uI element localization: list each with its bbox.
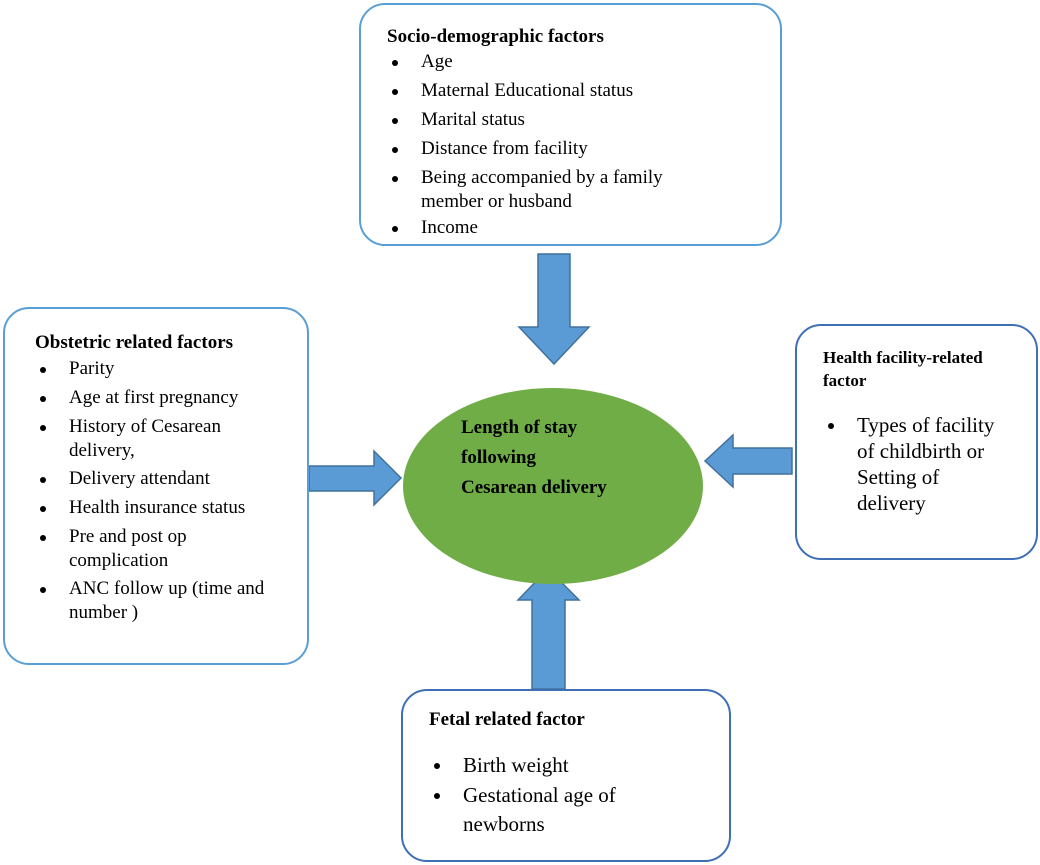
list-item: Gestational age of newborns bbox=[429, 781, 663, 839]
list-item: Parity bbox=[35, 357, 275, 381]
center-outcome-label: Length of stay following Cesarean delive… bbox=[461, 413, 681, 503]
health-facility-box: Health facility-related factor Types of … bbox=[795, 324, 1038, 560]
arrow-up-from-fetal bbox=[516, 567, 581, 690]
list-item: ANC follow up (time and number ) bbox=[35, 577, 269, 625]
fetal-factors-box: Fetal related factor Birth weight Gestat… bbox=[401, 689, 731, 862]
arrow-left-from-health bbox=[703, 433, 793, 489]
center-line: Length of stay bbox=[461, 417, 578, 438]
health-facility-title: Health facility-related factor bbox=[823, 348, 983, 390]
list-item: Health insurance status bbox=[35, 496, 275, 520]
center-line: following bbox=[461, 447, 536, 468]
obstetric-factors-title: Obstetric related factors bbox=[35, 332, 234, 353]
list-item: Distance from facility bbox=[387, 137, 780, 161]
socio-demographic-list: Age Maternal Educational status Marital … bbox=[387, 50, 780, 240]
list-item: Pre and post op complication bbox=[35, 525, 239, 573]
list-item: Marital status bbox=[387, 108, 780, 132]
fetal-factors-title: Fetal related factor bbox=[429, 709, 585, 730]
list-item: Income bbox=[387, 216, 780, 240]
health-facility-list: Types of facility of childbirth or Setti… bbox=[823, 412, 1036, 516]
obstetric-factors-list: Parity Age at first pregnancy History of… bbox=[35, 357, 275, 625]
list-item: Birth weight bbox=[429, 751, 729, 780]
socio-demographic-box: Socio-demographic factors Age Maternal E… bbox=[359, 3, 782, 246]
list-item: Types of facility of childbirth or Setti… bbox=[823, 412, 1007, 516]
obstetric-factors-box: Obstetric related factors Parity Age at … bbox=[3, 307, 309, 665]
socio-demographic-title: Socio-demographic factors bbox=[387, 26, 604, 47]
list-item: Age bbox=[387, 50, 780, 74]
list-item: History of Cesarean delivery, bbox=[35, 415, 259, 463]
list-item: Maternal Educational status bbox=[387, 79, 780, 103]
list-item: Delivery attendant bbox=[35, 467, 275, 491]
arrow-right-from-obstetric bbox=[308, 449, 403, 507]
center-line: Cesarean delivery bbox=[461, 477, 607, 498]
list-item: Being accompanied by a family member or … bbox=[387, 166, 711, 214]
fetal-factors-list: Birth weight Gestational age of newborns bbox=[429, 751, 729, 839]
arrow-down-from-socio bbox=[517, 253, 591, 366]
list-item: Age at first pregnancy bbox=[35, 386, 275, 410]
center-outcome-ellipse bbox=[403, 388, 703, 584]
